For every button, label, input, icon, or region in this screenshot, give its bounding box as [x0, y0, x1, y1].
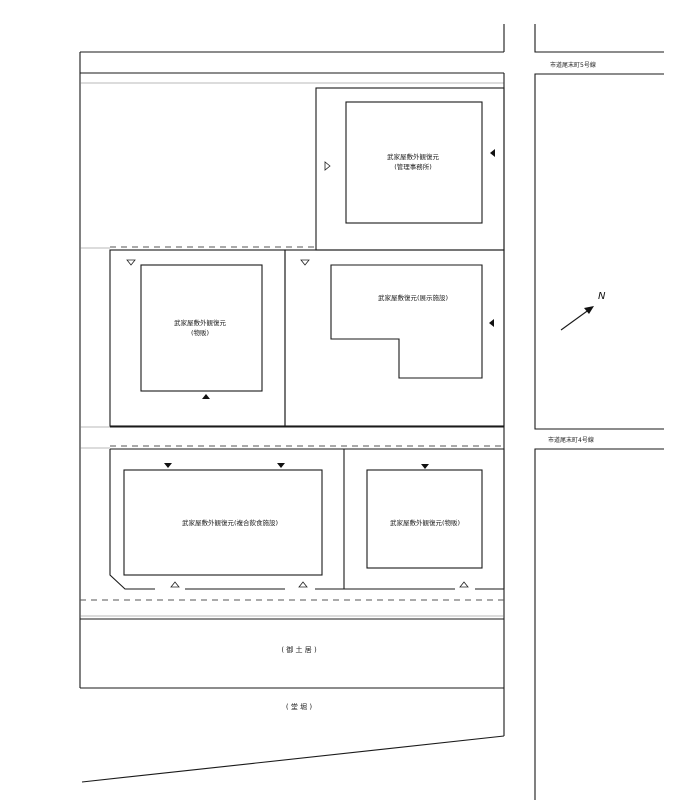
- site-outline: [79, 24, 505, 783]
- lot-tenji: [284, 249, 505, 427]
- gosaku-band: [80, 599, 504, 620]
- tenji-label: 武家屋敷復元(展示施設): [378, 293, 448, 302]
- fukugo-entrance-icon-2: [277, 463, 285, 468]
- internal-paths: [80, 246, 504, 449]
- buppan-right-label: 武家屋敷外観復元(物販): [390, 518, 460, 527]
- lot-buppan-right: [344, 448, 505, 590]
- kanri-label-2: (管理事務所): [394, 162, 432, 171]
- kanri-side-entrance-icon: [324, 161, 331, 171]
- lot-buppan-left: [109, 249, 286, 427]
- buppan-right-open-icon: [459, 581, 469, 588]
- north-label: N: [598, 291, 606, 302]
- road-label-4: 市道尾末町4号線: [548, 436, 594, 444]
- fukugo-entrance-icon-1: [164, 463, 172, 468]
- fukugo-label: 武家屋敷外観復元(複合飲食施設): [182, 518, 278, 527]
- lot-fukugo: [109, 448, 345, 590]
- gosaku-label: ( 御 土 居 ): [281, 645, 317, 654]
- fukugo-open-icon-2: [298, 581, 308, 588]
- tenji-open-icon: [300, 259, 310, 266]
- fukugo-open-icon-1: [170, 581, 180, 588]
- kanri-label-1: 武家屋敷外観復元: [387, 152, 440, 161]
- buppan-right-entrance-icon: [421, 464, 429, 469]
- buppan-left-label-2: (物販): [191, 328, 209, 337]
- buppan-left-open-icon: [126, 259, 136, 266]
- road-label-5: 市道尾末町5号線: [550, 61, 596, 69]
- kanri-entrance-icon: [490, 149, 495, 157]
- east-blocks: [534, 24, 664, 800]
- tenji-entrance-icon: [489, 319, 494, 327]
- buppan-left-label-1: 武家屋敷外観復元: [174, 318, 227, 327]
- moat-label: ( 堂 堀 ): [286, 702, 312, 711]
- north-arrow-icon: [560, 306, 594, 331]
- buppan-left-entrance-icon: [202, 394, 210, 399]
